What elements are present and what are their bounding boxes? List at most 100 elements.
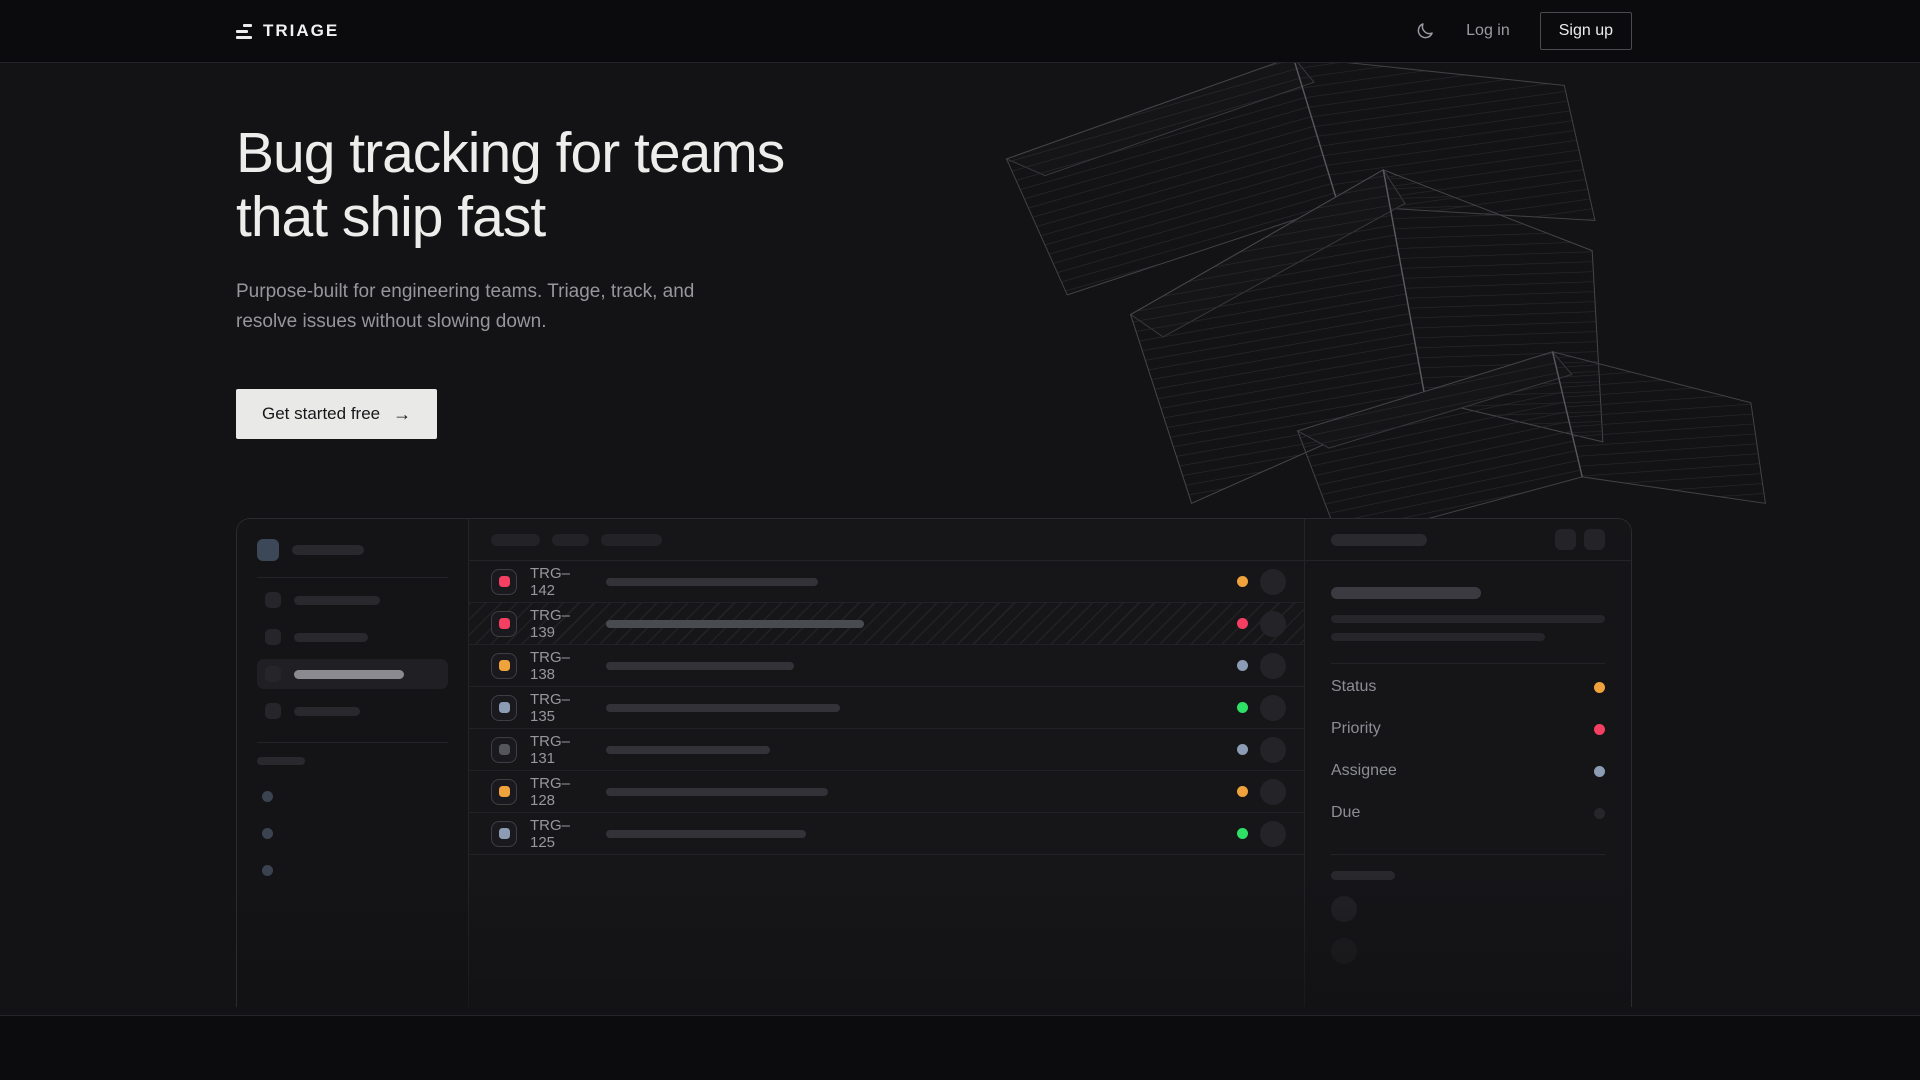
hero-title: Bug tracking for teams that ship fast [236, 121, 1632, 249]
assignee-avatar [1260, 610, 1286, 637]
status-dot [1237, 828, 1248, 839]
issue-list-header [469, 519, 1304, 561]
signup-button[interactable]: Sign up [1539, 12, 1632, 50]
issue-detail-panel: Status Priority Assignee Due [1305, 519, 1631, 1007]
property-row-priority: Priority [1331, 710, 1605, 748]
issue-row: TRG–135 [469, 687, 1304, 729]
hero-subtitle-line1: Purpose-built for engineering teams. Tri… [236, 281, 695, 302]
login-link[interactable]: Log in [1466, 22, 1510, 39]
nav-item-skeleton [294, 595, 380, 605]
issue-row: TRG–128 [469, 771, 1304, 813]
status-dot [1237, 576, 1248, 587]
nav-item-skeleton [294, 669, 404, 679]
sidebar-nav-item [257, 585, 448, 615]
issue-title-skeleton [606, 619, 864, 628]
hero-title-line2: that ship fast [236, 185, 546, 249]
property-row-assignee: Assignee [1331, 752, 1605, 790]
description-line-skeleton [1331, 633, 1545, 641]
activity-label-skeleton [1331, 871, 1395, 880]
assignee-avatar [1260, 778, 1286, 805]
sidebar-nav-item [257, 696, 448, 726]
status-value-dot [1594, 681, 1605, 693]
filter-pill-skeleton [601, 533, 662, 546]
assignee-avatar [1260, 694, 1286, 721]
project-dot [262, 828, 273, 839]
assignee-avatar [1260, 652, 1286, 679]
issue-id: TRG–125 [530, 816, 571, 851]
panel-divider [1331, 663, 1605, 664]
issue-type-icon [491, 610, 517, 637]
triage-bars-icon [236, 23, 252, 39]
get-started-label: Get started free [262, 404, 381, 423]
property-label: Status [1331, 678, 1377, 695]
property-row-due: Due [1331, 794, 1605, 832]
comment-avatar [1331, 938, 1357, 964]
status-dot [1237, 786, 1248, 797]
nav-item-icon [265, 666, 281, 682]
brand-logo[interactable]: TRIAGE [236, 21, 339, 41]
project-dot [262, 791, 273, 802]
status-dot [1237, 660, 1248, 671]
comment-avatar [1331, 896, 1357, 922]
arrow-right-icon: → [393, 403, 412, 424]
preview-sidebar [237, 519, 469, 1007]
panel-action-button [1584, 529, 1605, 550]
sidebar-divider [257, 742, 448, 743]
issue-title-skeleton [606, 829, 806, 838]
issue-type-icon [491, 568, 517, 595]
hero-section: Bug tracking for teams that ship fast Pu… [0, 63, 1920, 1016]
workspace-name-skeleton [292, 545, 364, 555]
hero-subtitle-line2: resolve issues without slowing down. [236, 311, 547, 332]
property-label: Assignee [1331, 762, 1397, 779]
issue-type-icon [491, 652, 517, 679]
get-started-button[interactable]: Get started free → [236, 389, 438, 439]
theme-toggle-button[interactable] [1414, 20, 1436, 42]
issue-type-icon [491, 778, 517, 805]
footer [0, 1016, 1920, 1079]
assignee-avatar [1260, 568, 1286, 595]
status-dot [1237, 618, 1248, 629]
brand-name: TRIAGE [263, 21, 340, 40]
issue-id: TRG–142 [530, 564, 571, 599]
priority-value-dot [1594, 723, 1605, 735]
issue-row: TRG–131 [469, 729, 1304, 771]
issue-id: TRG–131 [530, 732, 571, 767]
issue-row: TRG–142 [469, 561, 1304, 603]
filter-pill-skeleton [491, 533, 540, 546]
issue-row: TRG–125 [469, 813, 1304, 855]
panel-title-skeleton [1331, 533, 1427, 546]
issue-type-icon [491, 694, 517, 721]
sidebar-nav-item [257, 622, 448, 652]
property-label: Due [1331, 804, 1361, 821]
issue-title-skeleton [606, 703, 840, 712]
workspace-avatar [257, 539, 279, 561]
assignee-value-dot [1594, 765, 1605, 777]
nav-item-icon [265, 592, 281, 608]
panel-divider [1331, 854, 1605, 855]
issue-row: TRG–138 [469, 645, 1304, 687]
issue-row: TRG–139 [469, 603, 1304, 645]
due-value-dot [1594, 807, 1605, 819]
status-dot [1237, 744, 1248, 755]
issue-title-skeleton [606, 577, 818, 586]
property-label: Priority [1331, 720, 1381, 737]
nav-item-icon [265, 629, 281, 645]
nav-item-icon [265, 703, 281, 719]
project-dot [262, 865, 273, 876]
status-dot [1237, 702, 1248, 713]
moon-icon [1417, 23, 1433, 39]
app-preview-window: TRG–142 TRG–139 TRG–138 [236, 518, 1632, 1007]
sidebar-divider [257, 577, 448, 578]
workspace-switcher [257, 539, 448, 561]
panel-action-button [1555, 529, 1576, 550]
issue-title-skeleton [606, 745, 770, 754]
hero-title-line1: Bug tracking for teams [236, 121, 785, 185]
assignee-avatar [1260, 820, 1286, 847]
issue-id: TRG–135 [530, 690, 571, 725]
issue-title-skeleton [1331, 587, 1481, 599]
issue-title-skeleton [606, 787, 828, 796]
issue-type-icon [491, 820, 517, 847]
assignee-avatar [1260, 736, 1286, 763]
issue-type-icon [491, 736, 517, 763]
detail-panel-header [1305, 519, 1631, 561]
